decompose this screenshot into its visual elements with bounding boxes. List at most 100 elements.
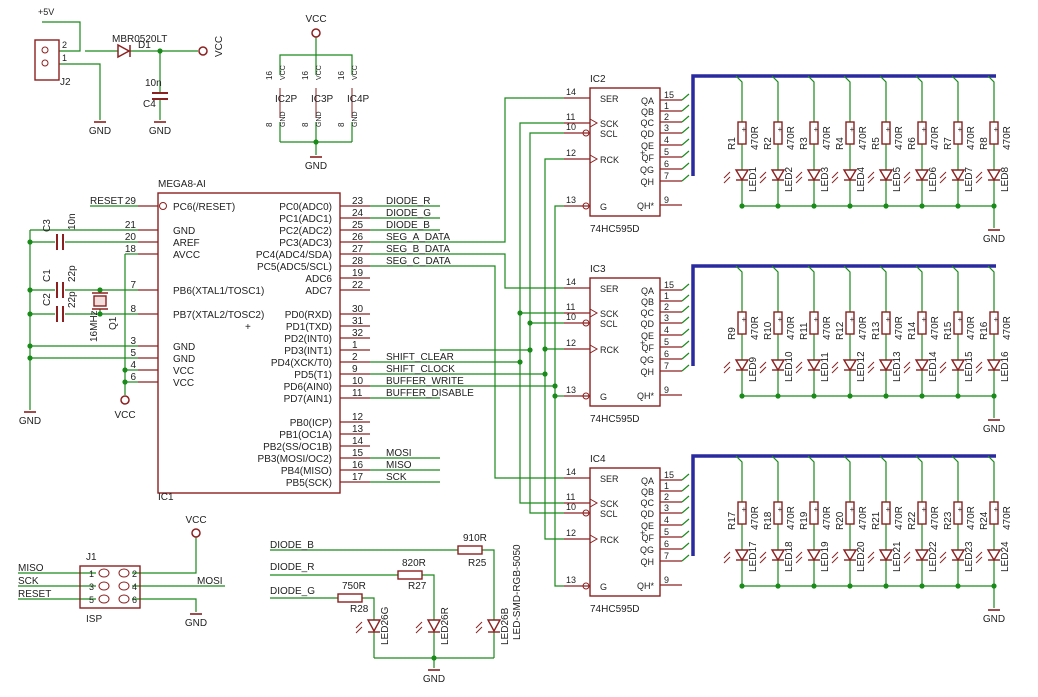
led-arrow [939, 361, 947, 369]
led-arrow [831, 171, 839, 179]
mcu-pin-label: PB5(SCK) [286, 478, 332, 489]
sr-pin-label: QE [641, 141, 654, 151]
sr-pin-num: 9 [664, 195, 669, 205]
led-arrow [723, 366, 731, 374]
mcu-ref: IC1 [158, 492, 174, 503]
junction-dot [552, 383, 558, 389]
wire-bus-tap [735, 455, 743, 502]
sr-pin-num: 6 [664, 349, 669, 359]
gnd-label: GND [19, 416, 41, 427]
mcu-pin-label: PC2(ADC2) [279, 226, 332, 237]
sr-pin-num: 4 [664, 135, 669, 145]
mcu-pin-label: PB0(ICP) [290, 418, 332, 429]
sr-pin-num: 1 [664, 101, 669, 111]
resistor-origin: + [994, 315, 999, 324]
vcc-label: VCC [305, 14, 326, 25]
wire-buffer-disable [440, 205, 564, 387]
wire-seg-a [440, 97, 564, 243]
resistor-value: 470R [1002, 316, 1013, 340]
sr-pin-label: QB [641, 297, 654, 307]
gnd-label: GND [983, 234, 1005, 245]
wire-isp-vcc [132, 537, 197, 574]
mcu-pin-num: 19 [352, 268, 364, 279]
r25-value: 910R [463, 533, 487, 544]
resistor [845, 501, 855, 525]
resistor-value: 470R [966, 126, 977, 150]
mcu-pin-num: 14 [352, 436, 364, 447]
led-arrow [867, 176, 875, 184]
led-arrow [795, 556, 803, 564]
junction [27, 311, 33, 317]
shift-register-ic4 [589, 467, 661, 597]
mcu-pin-label: PC6(/RESET) [173, 202, 235, 213]
led-ref: LED11 [820, 352, 831, 382]
junction-dot [527, 320, 533, 326]
clock-marker [589, 118, 599, 128]
sr-pin-num: 4 [664, 325, 669, 335]
resistor-value: 470R [1002, 506, 1013, 530]
resistor-origin: + [850, 505, 855, 514]
isp-pin [98, 581, 110, 591]
wire-bus-tap [915, 455, 923, 502]
led-ref: LED14 [928, 351, 939, 382]
sr-pin-num: 7 [664, 361, 669, 371]
led-ref: LED8 [1000, 167, 1011, 192]
sr-pin-label: QC [641, 498, 655, 508]
shift-register-ic3 [589, 277, 661, 407]
resistor-origin: + [778, 125, 783, 134]
r28-ref: R28 [350, 604, 369, 615]
resistor-value: 470R [822, 316, 833, 340]
sr-pin-label: QG [640, 355, 654, 365]
mcu-pin-num: 17 [352, 472, 364, 483]
sr-pin-num: 2 [664, 112, 669, 122]
resistor-value: 470R [822, 506, 833, 530]
sr-pin-label: SCK [600, 309, 619, 319]
net-label: SHIFT_CLOCK [386, 364, 455, 375]
led [734, 549, 750, 562]
resistor [917, 311, 927, 335]
mcu-pin-num: 24 [352, 208, 364, 219]
wire-bus-tap [987, 455, 995, 502]
resistor-value: 470R [930, 126, 941, 150]
wire-r28-led [362, 597, 375, 620]
isp-pin-num: 5 [89, 595, 94, 605]
pin16-label: 16 [265, 71, 274, 80]
resistor [845, 121, 855, 145]
led [986, 359, 1002, 372]
wire-bus-tap [771, 75, 779, 122]
led-arrow [975, 361, 983, 369]
resistor-origin: + [814, 505, 819, 514]
sr-pin-num: 9 [664, 575, 669, 585]
wire-bus-entry [681, 328, 690, 336]
wire-bus-tap [807, 455, 815, 502]
pin-gnd: GND [352, 111, 359, 127]
led [878, 169, 894, 182]
pin8-label: 8 [337, 122, 346, 127]
wire-j2-gnd [59, 63, 101, 120]
resistor [737, 311, 747, 335]
resistor [809, 311, 819, 335]
sr-pin-num: 10 [566, 122, 576, 132]
led-ref: LED22 [928, 541, 939, 572]
isp-pin [118, 594, 130, 604]
sr-pin-num: 11 [566, 492, 575, 502]
resistor-ref: R1 [727, 137, 738, 150]
mcu-pin-label: PB4(MISO) [281, 466, 332, 477]
resistor-origin: + [886, 315, 891, 324]
sr-type: 74HC595D [590, 604, 639, 615]
mcu-pin-num: 25 [352, 220, 364, 231]
led-arrow [475, 626, 483, 634]
wire-bus-entry [681, 104, 690, 112]
led-arrow [723, 361, 731, 369]
diode-d1 [117, 43, 131, 59]
resistor [809, 501, 819, 525]
resistor-origin: + [742, 505, 747, 514]
sr-pin-label: SCK [600, 499, 619, 509]
wire-bus-tap [807, 75, 815, 122]
wire-bus-entry [681, 340, 690, 348]
sr-pin-num: 7 [664, 551, 669, 561]
wire-bus-entry [681, 115, 690, 123]
mcu-pin-num: 30 [352, 304, 364, 315]
rgb-led-led26g [366, 619, 382, 633]
